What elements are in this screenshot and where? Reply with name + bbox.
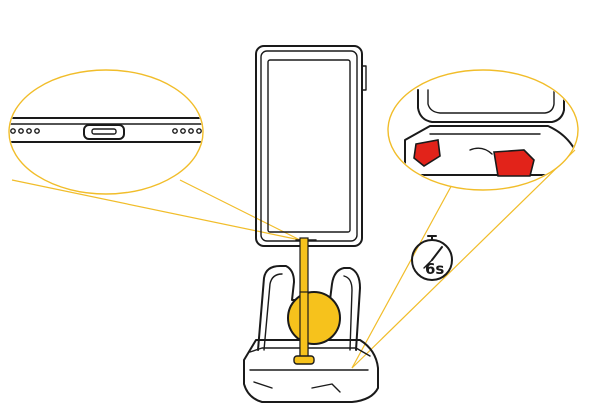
charging-port-icon [83, 124, 125, 140]
speaker-dots-left [10, 128, 40, 134]
right-clip-red [493, 149, 535, 177]
timer-icon: 6s [411, 235, 453, 281]
timer-duration-label: 6s [425, 260, 444, 278]
charging-pad [287, 291, 341, 345]
left-clip-red [413, 139, 441, 167]
dock-stand [243, 265, 379, 403]
speaker-dots-right [172, 128, 202, 134]
dock-connector [293, 355, 315, 365]
clip-zoom-callout [387, 69, 579, 191]
side-button [361, 65, 367, 91]
callout-lines [11, 149, 576, 369]
tablet [255, 45, 367, 247]
port-zoom-callout [8, 69, 204, 195]
